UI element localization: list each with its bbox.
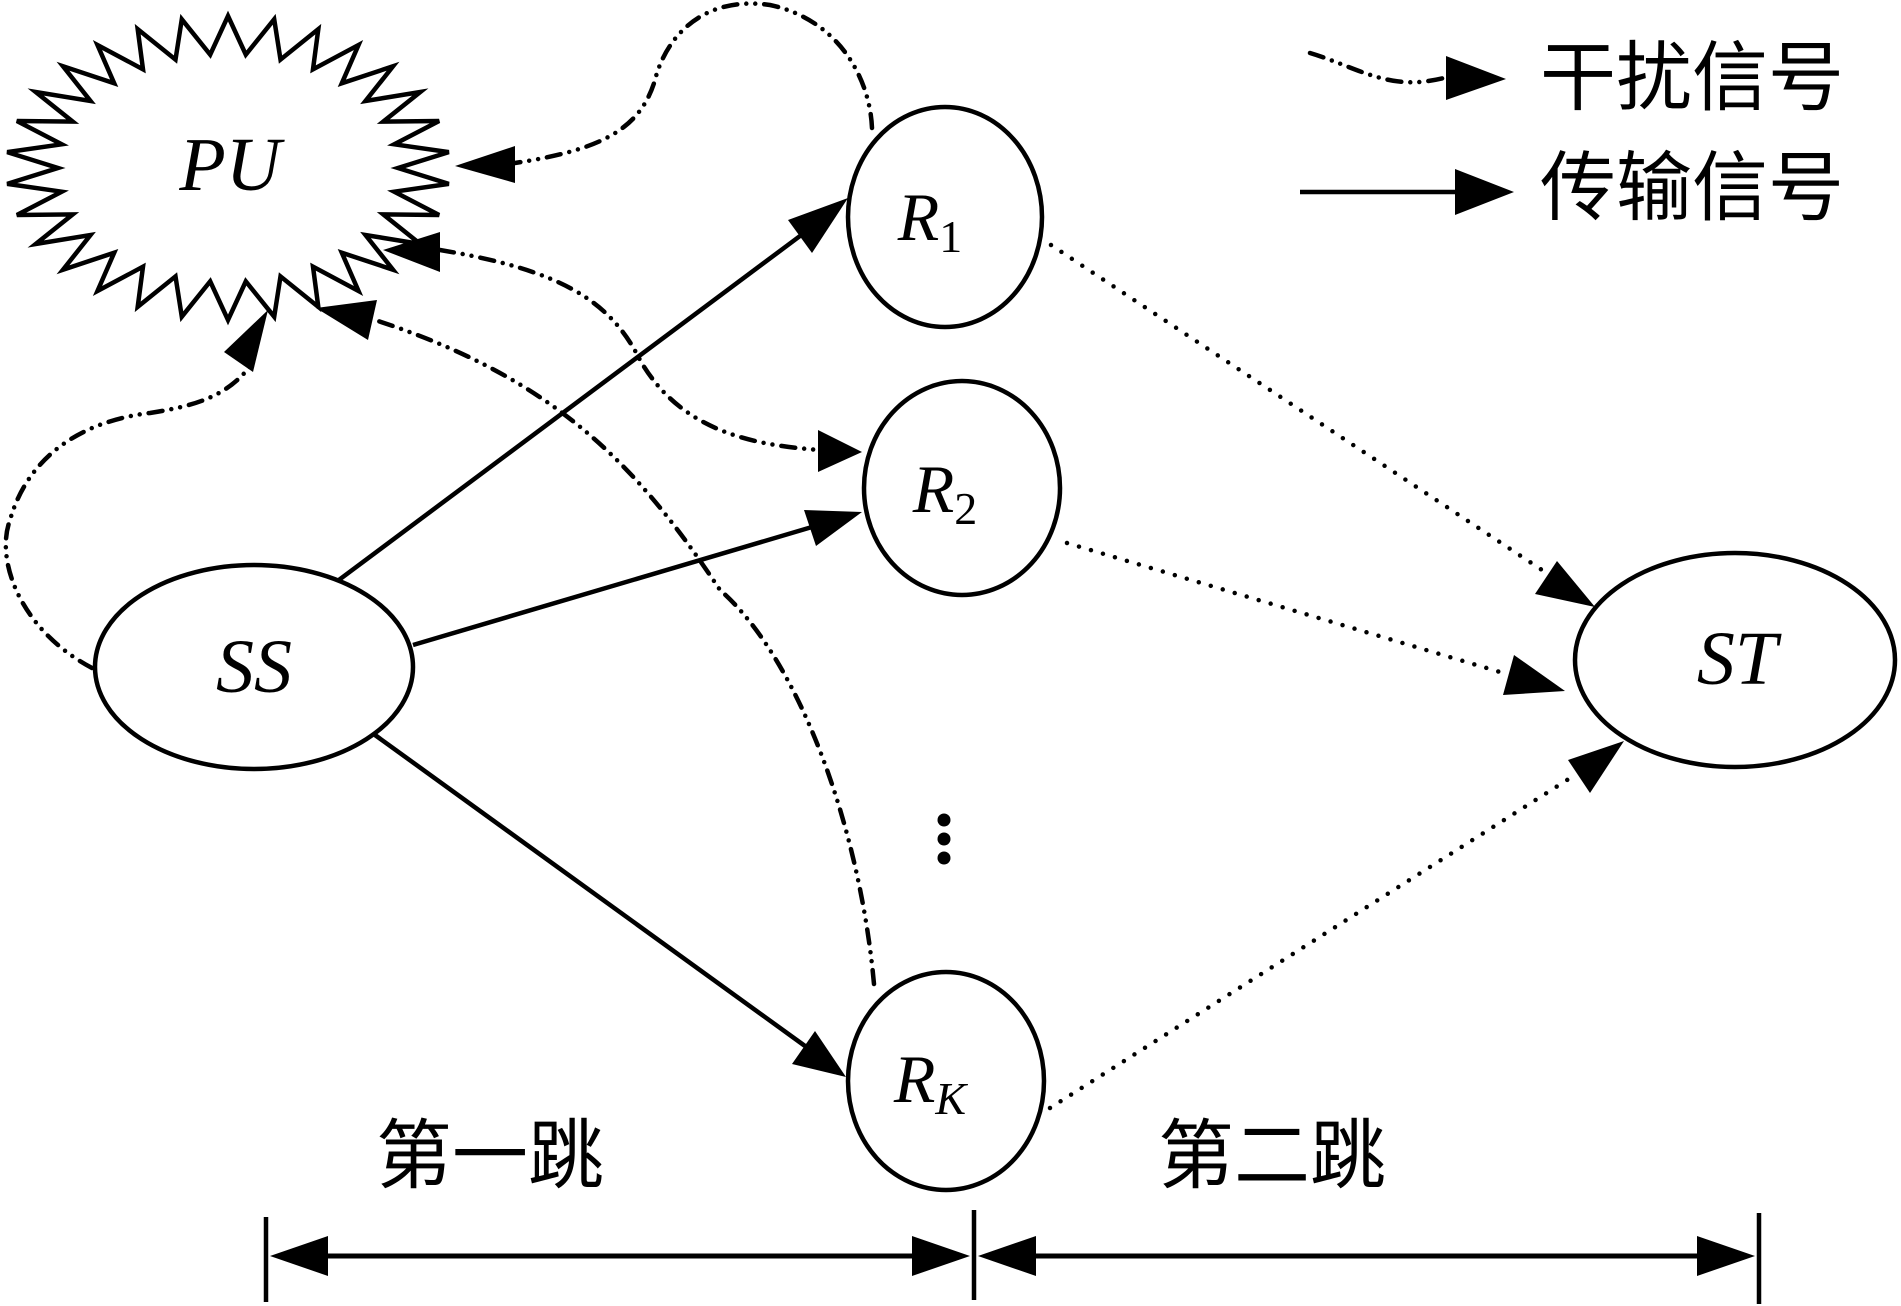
edge-rk-st [1047,772,1578,1111]
rk-label-main: R [893,1041,936,1117]
r2-label-main: R [912,451,955,527]
rk-label: RK [893,1041,969,1124]
arrowhead-ss-r2 [804,510,862,546]
st-ellipse [1572,550,1898,770]
node-r2: R2 [861,378,1063,598]
edge-r1-pu-interference [512,1,875,166]
arrowhead-r2-st [1503,655,1565,695]
arrowhead-ss-r1 [788,198,848,253]
pu-starburst-shape [6,10,450,326]
second-hop-label: 第二跳 [1158,1111,1386,1200]
edge-ss-r1 [310,234,802,602]
r2-label: R2 [912,451,978,534]
arrowhead-ss-rk [792,1031,846,1077]
arrowhead-pu-end [383,232,440,272]
st-label: ST [1697,617,1782,701]
edge-r2-st [1064,540,1513,678]
rk-ellipse [845,969,1047,1193]
ellipsis-dot [937,851,951,865]
arrowhead-rk-pu [316,300,377,340]
legend-interference-arrowhead [1446,56,1506,100]
ellipsis-dot [937,832,951,846]
r1-ellipse [845,104,1045,330]
node-st: ST [1572,550,1898,770]
legend-interference-line [1307,50,1458,85]
rk-label-sub: K [934,1073,968,1124]
legend-transmission-label: 传输信号 [1540,143,1844,232]
edge-rk-pu-interference [372,317,877,987]
second-hop-arrow-left [978,1236,1036,1276]
arrowhead-rk-st [1568,741,1624,793]
arrowhead-r1-st [1535,561,1595,607]
first-hop-arrow-right [912,1236,970,1276]
legend: 干扰信号 传输信号 [1300,33,1844,232]
edge-ss-r2 [412,524,813,648]
hop-span-arrows [263,1210,1762,1304]
pu-label: PU [178,123,284,207]
first-hop-arrow-left [270,1236,328,1276]
node-r1: R1 [845,104,1045,330]
r2-label-sub: 2 [954,483,977,534]
ellipsis-dot [937,813,951,827]
vertical-ellipsis [937,813,951,865]
first-hop-label: 第一跳 [376,1111,604,1200]
ss-label: SS [216,625,292,709]
legend-interference-label: 干扰信号 [1540,33,1844,122]
edge-pu-r2-interference [437,247,823,453]
edge-ss-rk [373,733,807,1048]
node-ss: SS [92,562,416,772]
r2-ellipse [861,378,1063,598]
second-hop-arrow-right [1697,1236,1755,1276]
edge-r1-st [1048,242,1548,575]
arrowhead-r2-end [818,430,862,472]
arrowhead-r1-pu [455,146,515,183]
arrowhead-ss-pu [224,310,268,372]
r1-label-main: R [897,179,940,255]
ss-ellipse [92,562,416,772]
r1-label: R1 [897,179,963,262]
r1-label-sub: 1 [939,211,962,262]
edge-ss-pu-interference [3,357,258,671]
node-pu: PU [6,10,450,326]
node-rk: RK [845,969,1047,1193]
legend-transmission-arrowhead [1455,169,1514,215]
